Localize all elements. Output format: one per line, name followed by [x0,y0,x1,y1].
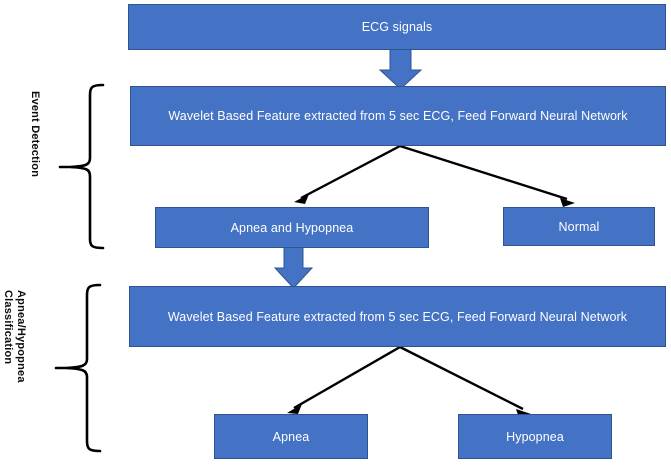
block-arrow-ecg-to-event-detection [378,46,423,90]
node-apnea[interactable]: Apnea [214,414,368,459]
line-arrow-classification-to-apnea [287,345,401,414]
stage-label-event-detection-text: Event Detection [29,91,41,178]
node-classification-model-label: Wavelet Based Feature extracted from 5 s… [167,309,628,324]
stage-label-apnea-hypopnea-line1: Apnea/Hypopnea [15,290,27,383]
line-arrow-event-detection-to-apnea-and-hypopnea [294,144,401,204]
node-hypopnea[interactable]: Hypopnea [458,414,612,459]
node-apnea-and-hypopnea[interactable]: Apnea and Hypopnea [155,207,429,248]
apnea-hypopnea-classification-brace [54,283,102,453]
node-apnea-and-hypopnea-label: Apnea and Hypopnea [230,220,354,235]
stage-label-apnea-hypopnea-classification: Apnea/Hypopnea Classification [1,290,27,383]
stage-label-event-detection: Event Detection [28,91,41,177]
node-apnea-label: Apnea [272,429,310,444]
line-arrow-classification-to-hypopnea [399,345,531,418]
node-ecg-signals[interactable]: ECG signals [128,4,666,50]
node-ecg-signals-label: ECG signals [361,20,433,34]
node-normal-label: Normal [558,219,600,234]
node-normal[interactable]: Normal [503,207,655,246]
stage-label-apnea-hypopnea-line2: Classification [2,290,14,365]
event-detection-brace [58,83,105,250]
block-arrow-apnea-and-hypopnea-to-classification [273,245,314,289]
node-classification-model[interactable]: Wavelet Based Feature extracted from 5 s… [129,286,666,347]
line-arrow-event-detection-to-normal [399,144,575,207]
node-event-detection-model[interactable]: Wavelet Based Feature extracted from 5 s… [130,86,666,146]
node-event-detection-model-label: Wavelet Based Feature extracted from 5 s… [168,109,628,123]
node-hypopnea-label: Hypopnea [506,429,564,444]
